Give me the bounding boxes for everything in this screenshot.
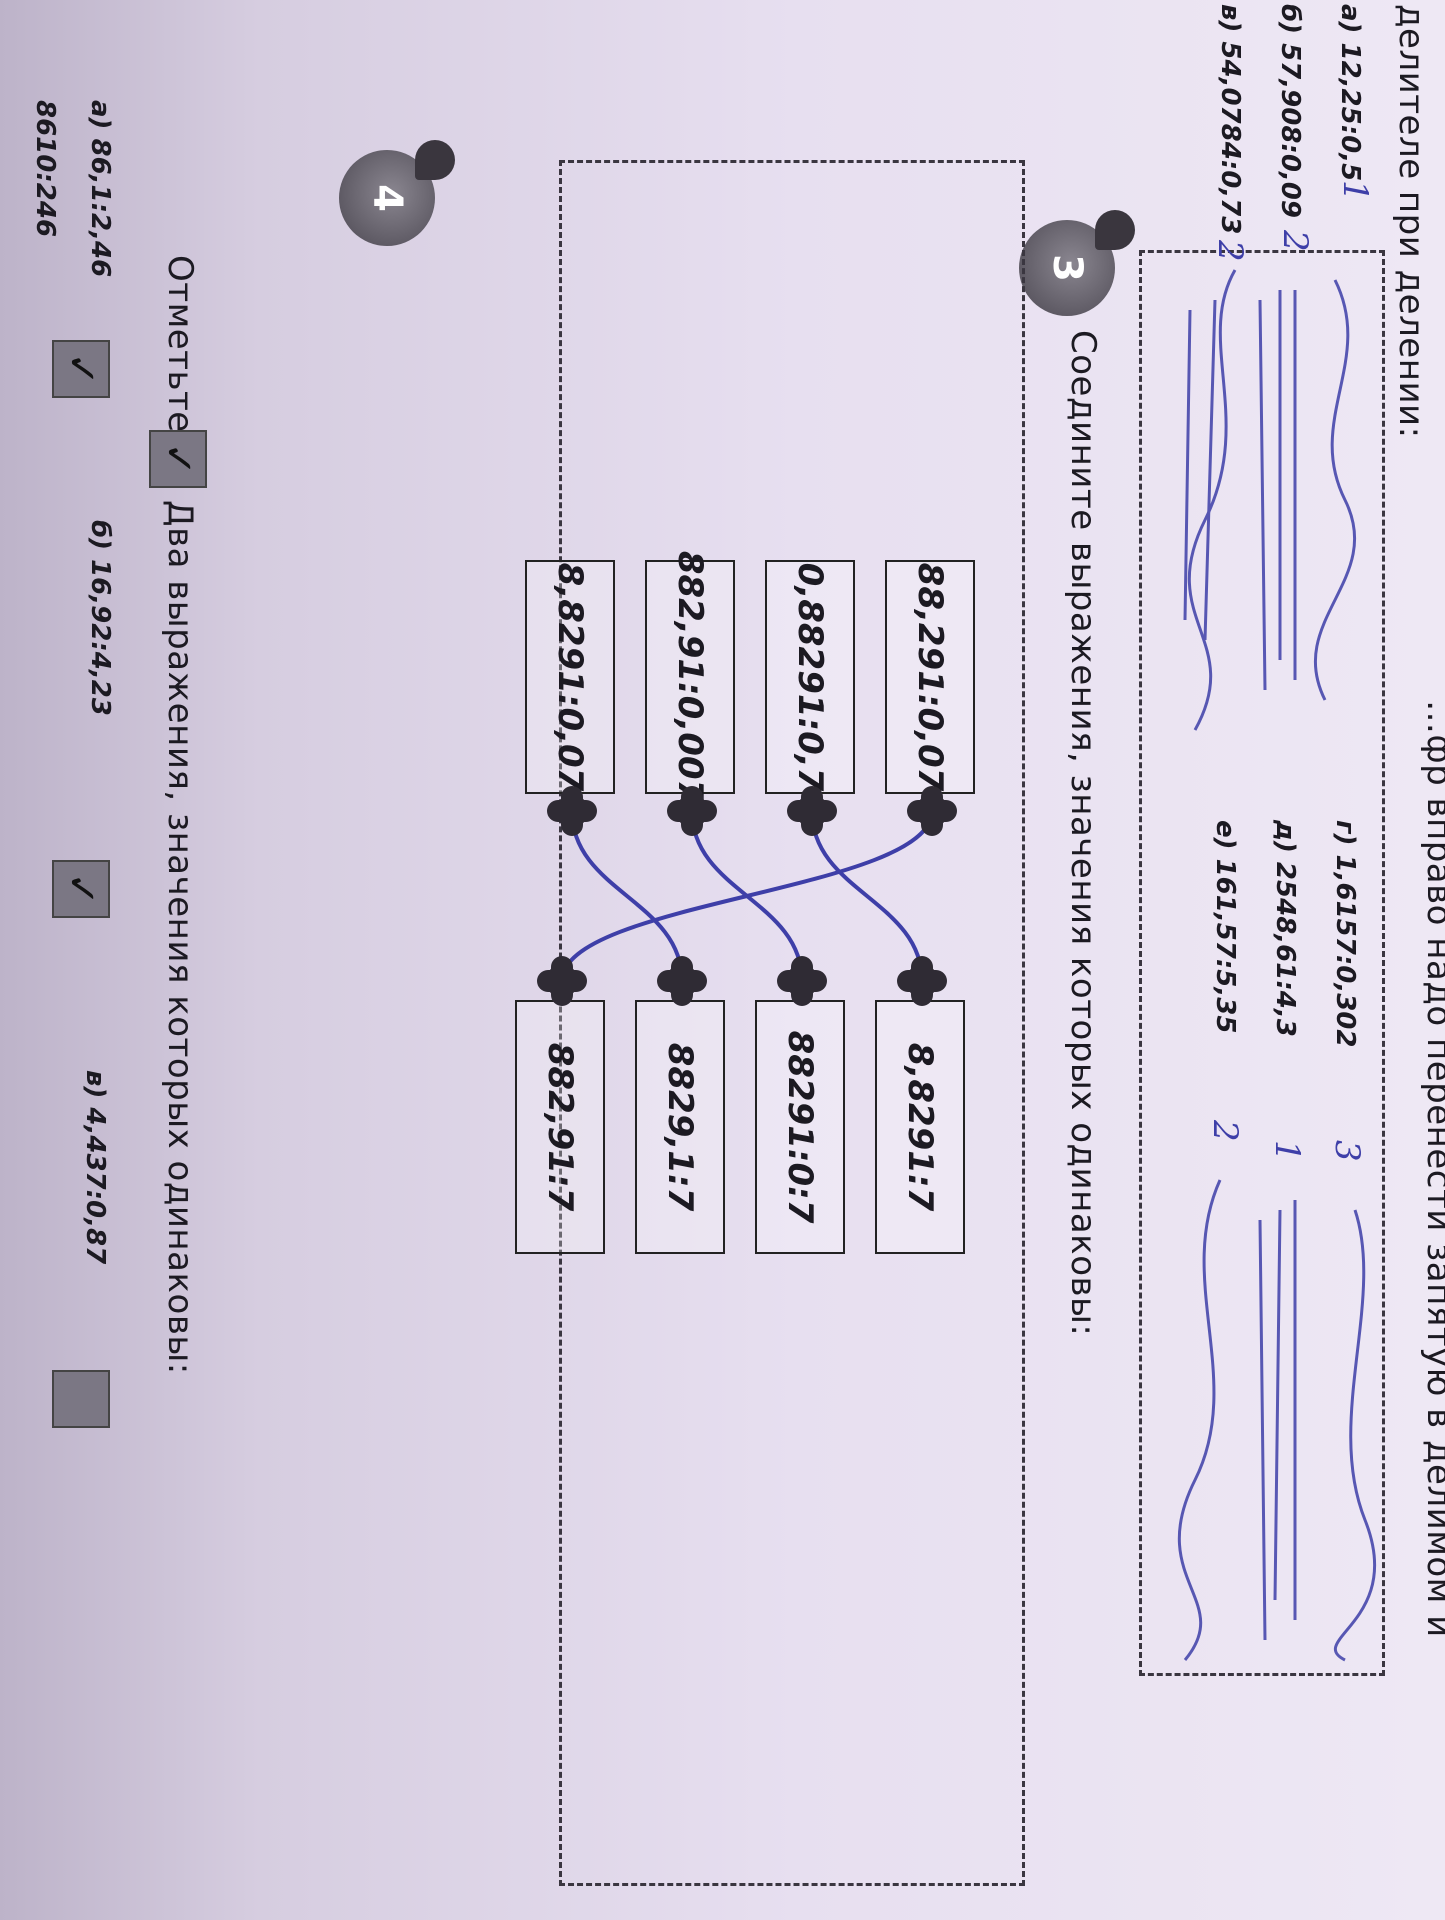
connection-line-2 [810, 810, 924, 982]
task-4-item-b: б) 16,92:4,23 [85, 520, 115, 716]
task-4-item-a: а) 86,1:2,46 [85, 100, 115, 278]
left-connector-1[interactable] [913, 792, 951, 830]
right-connector-2[interactable] [783, 962, 821, 1000]
right-connector-4[interactable] [543, 962, 581, 1000]
connection-line-3 [690, 810, 804, 982]
check-sample-icon: ✓ [149, 430, 207, 488]
cat-ear-icon [415, 140, 455, 180]
task-4-checkbox-v[interactable] [52, 1370, 110, 1428]
task-4-item-a-sub: 8610:246 [30, 100, 60, 238]
task-4-badge: 4 [339, 140, 455, 246]
task-4-item-v: в) 4,437:0,87 [80, 1070, 110, 1265]
left-connector-4[interactable] [553, 792, 591, 830]
task-4-number: 4 [364, 184, 410, 212]
task-4-instruction-end: Два выражения, значения которых одинаков… [160, 500, 200, 1375]
task-4-checkbox-b[interactable]: ✓ [52, 860, 110, 918]
right-connector-3[interactable] [663, 962, 701, 1000]
right-connector-1[interactable] [903, 962, 941, 1000]
left-connector-3[interactable] [673, 792, 711, 830]
task-4-checkbox-a[interactable]: ✓ [52, 340, 110, 398]
connection-line-4 [570, 810, 684, 982]
task-4-instruction-start: Отметьте [160, 255, 200, 433]
left-connector-2[interactable] [793, 792, 831, 830]
